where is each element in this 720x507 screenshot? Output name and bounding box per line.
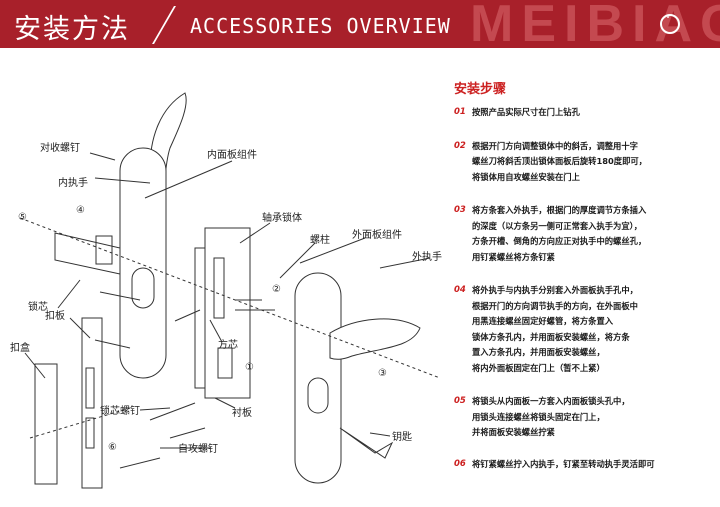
callout-6: ⑥ (108, 442, 117, 453)
label-kouhe: 扣盒 (10, 341, 30, 354)
strike-plate-part (81, 317, 103, 489)
page-subtitle: ACCESSORIES OVERVIEW (190, 14, 451, 38)
step-line: 将内外面板固定在门上（暂不上紧） (472, 362, 605, 373)
step-item: 04 将外执手与内执手分别套入外面板执手孔中， 根据开门的方向调节执手的方向，在… (452, 283, 714, 376)
step-line: 将方条套入外执手，根据门的厚度调节方条插入 (472, 205, 647, 215)
step-line: 方条开槽、倒角的方向应正对执手中的螺丝孔， (472, 236, 647, 246)
callout-5: ⑤ (18, 212, 27, 223)
lock-body-part (204, 227, 251, 399)
step-line: 根据开门方向调整锁体中的斜舌，调整用十字 (472, 140, 638, 151)
step-number: 03 (454, 205, 466, 215)
step-line: 根据开门的方向调节执手的方向，在外面板中 (472, 300, 638, 311)
label-waimianban: 外面板组件 (352, 228, 402, 241)
step-line: 按照产品实际尺寸在门上钻孔 (472, 107, 580, 117)
step-line: 将钉紧螺丝拧入内执手，钉紧至转动执手灵活即可 (472, 458, 655, 469)
step-line: 螺丝刀将斜舌顶出锁体面板后旋转180度即可， (472, 156, 647, 166)
callout-3: ③ (378, 368, 387, 379)
label-wai-zhishou: 外执手 (412, 250, 442, 263)
step-line: 锁体方条孔内，并用面板安装螺丝，将方条 (472, 331, 630, 342)
step-item: 01 按照产品实际尺寸在门上钻孔 (452, 105, 714, 121)
label-luozhu: 螺柱 (310, 233, 330, 246)
step-line: 将外执手与内执手分别套入外面板执手孔中， (472, 285, 638, 295)
step-number: 04 (454, 285, 466, 295)
step-line: 用黑连接螺丝固定好螺管，将方条置入 (472, 316, 614, 326)
label-suoxin: 锁芯 (28, 300, 48, 313)
step-line: 并将面板安装螺丝拧紧 (472, 427, 555, 437)
title-divider (152, 6, 176, 44)
step-item: 06 将钉紧螺丝拧入内执手，钉紧至转动执手灵活即可 (452, 457, 714, 473)
step-number: 01 (454, 107, 466, 117)
callout-1: ① (245, 362, 254, 373)
callout-2: ② (272, 284, 281, 295)
label-suoxin-luoding: 锁芯螺钉 (100, 404, 140, 417)
brand-watermark: MEIBIAO (470, 0, 720, 48)
label-zigong-luoding: 自攻螺钉 (178, 442, 218, 455)
installation-steps: 安装步骤 01 按照产品实际尺寸在门上钻孔 02 根据开门方向调整锁体中的斜舌，… (452, 78, 714, 472)
chevron-down-circle-icon[interactable]: ˅ (660, 14, 680, 34)
callout-4: ④ (76, 205, 85, 216)
step-line: 将锁头从内面板一方套入内面板锁头孔中， (472, 396, 630, 406)
label-nei-zhishou: 内执手 (58, 176, 88, 189)
label-zhoucheng: 轴承锁体 (262, 211, 302, 224)
step-number: 06 (454, 458, 466, 469)
steps-heading: 安装步骤 (454, 82, 507, 97)
step-line: 用锁头连接螺丝将锁头固定在门上， (472, 411, 605, 422)
exploded-lock-diagram: 对收螺钉 内执手 内面板组件 轴承锁体 螺柱 外面板组件 外执手 锁芯 扣板 扣… (10, 92, 442, 489)
step-item: 02 根据开门方向调整锁体中的斜舌，调整用十字 螺丝刀将斜舌顶出锁体面板后旋转1… (452, 139, 714, 186)
page-title: 安装方法 (14, 14, 130, 45)
label-fangxin: 方芯 (218, 338, 238, 351)
cylinder-part (54, 232, 121, 275)
step-item: 05 将锁头从内面板一方套入内面板锁头孔中， 用锁头连接螺丝将锁头固定在门上， … (452, 394, 714, 441)
header-banner: 安装方法 ACCESSORIES OVERVIEW MEIBIAO ˅ (0, 0, 720, 48)
step-line: 用钉紧螺丝将方条钉紧 (472, 251, 555, 262)
strike-box-part (34, 363, 58, 485)
step-line: 的深度（以方条另一侧可正常套入执手为宜）， (472, 220, 643, 231)
step-number: 05 (454, 396, 466, 406)
label-duishou-luoding: 对收螺钉 (40, 141, 80, 154)
outer-handle-part (329, 318, 421, 360)
step-number: 02 (454, 140, 466, 151)
step-item: 03 将方条套入外执手，根据门的厚度调节方条插入 的深度（以方条另一侧可正常套入… (452, 203, 714, 265)
key-part (339, 427, 394, 459)
label-chenban: 衬板 (232, 406, 252, 419)
label-neimianban: 内面板组件 (207, 148, 257, 161)
step-line: 置入方条孔内，并用面板安装螺丝， (472, 347, 605, 357)
step-line: 将锁体用自攻螺丝安装在门上 (472, 171, 580, 182)
label-yaoshi: 钥匙 (392, 430, 412, 443)
label-kouban: 扣板 (45, 309, 65, 322)
